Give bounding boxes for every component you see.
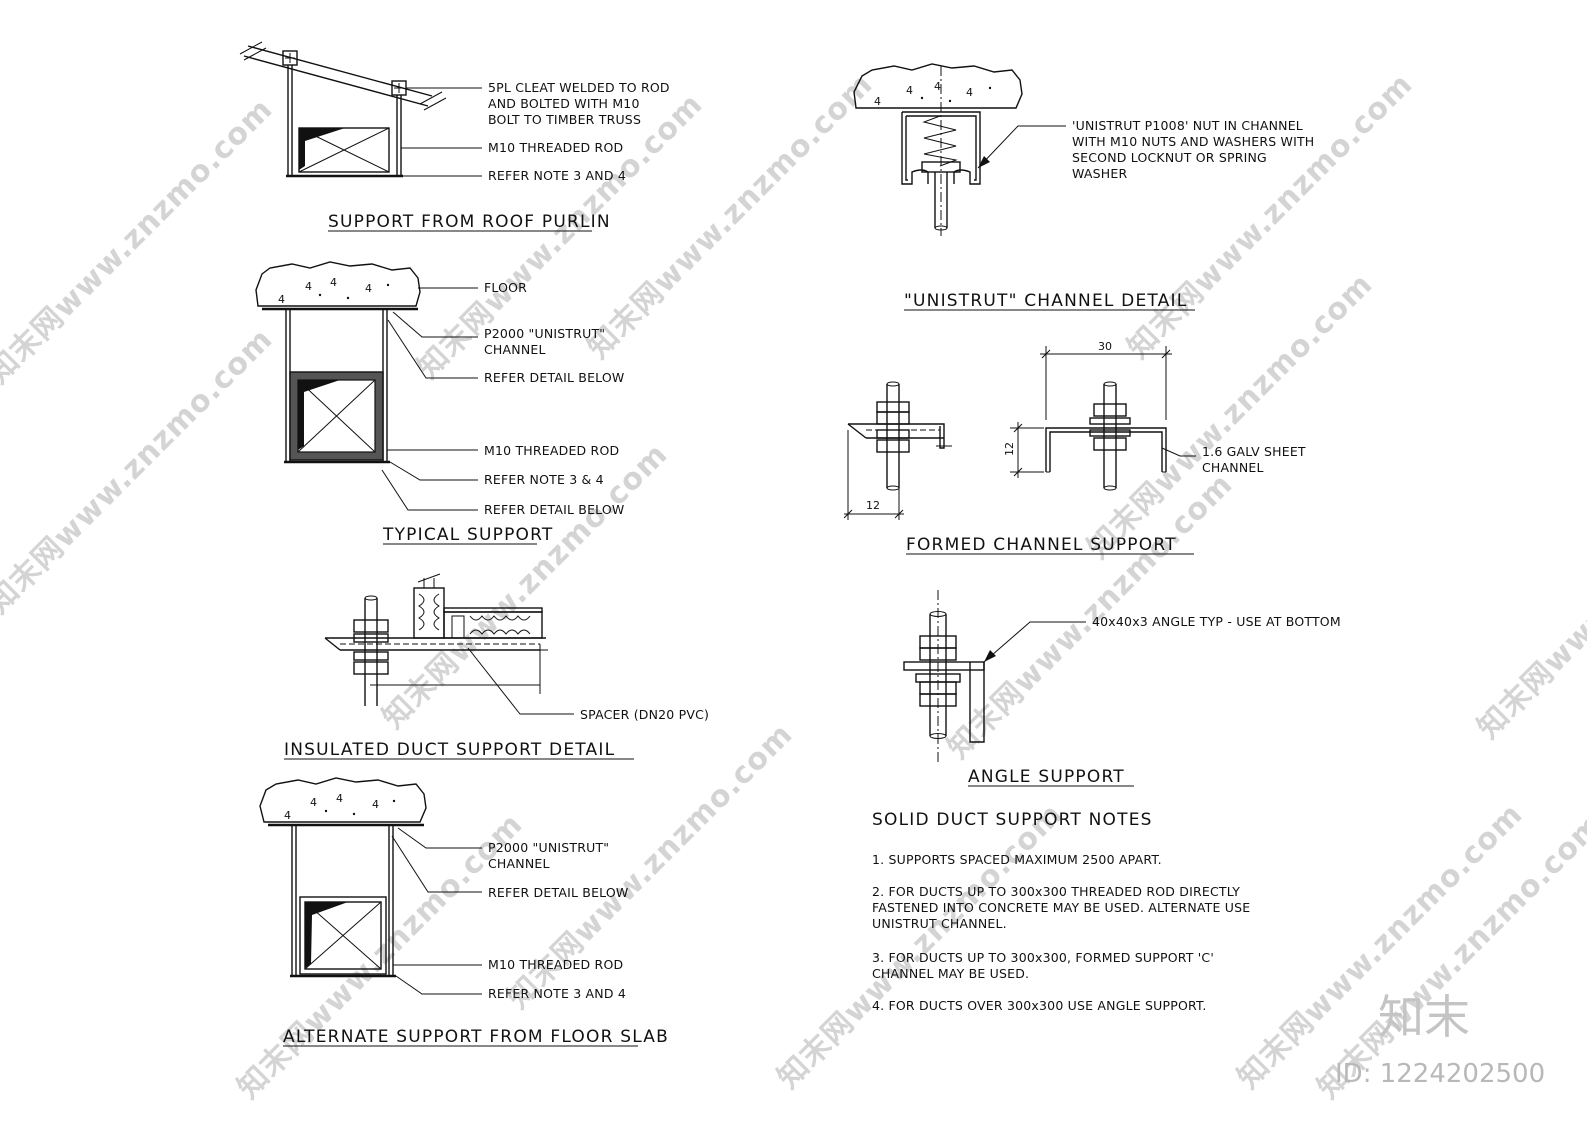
- detail-title: SUPPORT FROM ROOF PURLIN: [328, 212, 611, 232]
- svg-text:4: 4: [278, 293, 285, 306]
- note-line: CHANNEL MAY BE USED.: [872, 966, 1029, 981]
- detail-roof-purlin: 5PL CLEAT WELDED TO ROD AND BOLTED WITH …: [239, 41, 670, 232]
- label: REFER DETAIL BELOW: [484, 502, 624, 517]
- label: P2000 "UNISTRUT": [488, 840, 609, 855]
- detail-title: ANGLE SUPPORT: [968, 767, 1125, 787]
- detail-title: FORMED CHANNEL SUPPORT: [906, 535, 1177, 555]
- label: CHANNEL: [1202, 460, 1264, 475]
- detail-unistrut-channel: 4 4 4 4 'UNISTRUT P1008' NUT IN CHANNEL …: [853, 63, 1314, 311]
- note-line: 2. FOR DUCTS UP TO 300x300 THREADED ROD …: [872, 884, 1240, 899]
- label: P2000 "UNISTRUT": [484, 326, 605, 341]
- label: REFER DETAIL BELOW: [488, 885, 628, 900]
- svg-text:4: 4: [365, 282, 372, 295]
- label: 40x40x3 ANGLE TYP - USE AT BOTTOM: [1092, 614, 1341, 629]
- svg-text:4: 4: [336, 792, 343, 805]
- svg-text:4: 4: [372, 798, 379, 811]
- watermark-text: 知末网www.znzmo.com: [771, 797, 1070, 1096]
- label: CHANNEL: [488, 856, 550, 871]
- label: SPACER (DN20 PVC): [580, 707, 709, 722]
- svg-text:4: 4: [906, 84, 913, 97]
- detail-angle-support: 40x40x3 ANGLE TYP - USE AT BOTTOM ANGLE …: [903, 590, 1341, 787]
- notes-heading: SOLID DUCT SUPPORT NOTES: [872, 810, 1153, 830]
- svg-text:4: 4: [330, 276, 337, 289]
- label: REFER DETAIL BELOW: [484, 370, 624, 385]
- support-notes: SOLID DUCT SUPPORT NOTES 1. SUPPORTS SPA…: [872, 810, 1250, 1013]
- watermark-layer: 知末网www.znzmo.com 知末网www.znzmo.com 知末网www…: [0, 67, 1587, 1106]
- detail-alternate-support: 4 4 4 4 P2000 "UNISTRUT" CHANNEL REFER D…: [259, 777, 669, 1047]
- note-line: 3. FOR DUCTS UP TO 300x300, FORMED SUPPO…: [872, 950, 1214, 965]
- watermark-text: 知末网www.znzmo.com: [0, 322, 280, 621]
- detail-title: ALTERNATE SUPPORT FROM FLOOR SLAB: [283, 1027, 669, 1047]
- label: BOLT TO TIMBER TRUSS: [488, 112, 641, 127]
- svg-text:4: 4: [966, 86, 973, 99]
- label: REFER NOTE 3 & 4: [484, 472, 604, 487]
- dimension-label: 12: [866, 499, 880, 512]
- label: M10 THREADED ROD: [484, 443, 619, 458]
- watermark-text: 知末网www.znzmo.com: [1471, 447, 1587, 746]
- svg-text:4: 4: [874, 95, 881, 108]
- watermark-id: ID: 1224202500: [1335, 1059, 1545, 1089]
- label: REFER NOTE 3 AND 4: [488, 986, 626, 1001]
- watermark-brand: 知末: [1378, 990, 1470, 1044]
- svg-text:4: 4: [305, 280, 312, 293]
- detail-typical-support: 4 4 4 4 FLOOR P2000 "UNISTRUT" CHANNEL R…: [255, 261, 624, 545]
- label: 1.6 GALV SHEET: [1202, 444, 1306, 459]
- label: WASHER: [1072, 166, 1127, 181]
- detail-formed-channel: 12 30 12 1.6 GALV SHEET CHANNEL FORMED C…: [843, 340, 1306, 555]
- label: M10 THREADED ROD: [488, 957, 623, 972]
- label: AND BOLTED WITH M10: [488, 96, 640, 111]
- detail-title: INSULATED DUCT SUPPORT DETAIL: [284, 740, 615, 760]
- dimension-label: 12: [1003, 442, 1016, 456]
- svg-text:4: 4: [284, 809, 291, 822]
- watermark-text: 知末网www.znzmo.com: [1121, 67, 1420, 366]
- label: 'UNISTRUT P1008' NUT IN CHANNEL: [1072, 118, 1303, 133]
- detail-insulated-duct: SPACER (DN20 PVC) INSULATED DUCT SUPPORT…: [284, 573, 709, 760]
- label: M10 THREADED ROD: [488, 140, 623, 155]
- label: 5PL CLEAT WELDED TO ROD: [488, 80, 670, 95]
- label: WITH M10 NUTS AND WASHERS WITH: [1072, 134, 1314, 149]
- dimension-label: 30: [1098, 340, 1112, 353]
- note-line: 4. FOR DUCTS OVER 300x300 USE ANGLE SUPP…: [872, 998, 1207, 1013]
- label: FLOOR: [484, 280, 527, 295]
- label: CHANNEL: [484, 342, 546, 357]
- note-line: FASTENED INTO CONCRETE MAY BE USED. ALTE…: [872, 900, 1250, 915]
- note-line: 1. SUPPORTS SPACED MAXIMUM 2500 APART.: [872, 852, 1162, 867]
- svg-text:4: 4: [310, 796, 317, 809]
- label: REFER NOTE 3 AND 4: [488, 168, 626, 183]
- detail-title: "UNISTRUT" CHANNEL DETAIL: [904, 291, 1187, 311]
- svg-text:4: 4: [934, 80, 941, 93]
- note-line: UNISTRUT CHANNEL.: [872, 916, 1007, 931]
- detail-title: TYPICAL SUPPORT: [382, 525, 554, 545]
- label: SECOND LOCKNUT OR SPRING: [1072, 150, 1267, 165]
